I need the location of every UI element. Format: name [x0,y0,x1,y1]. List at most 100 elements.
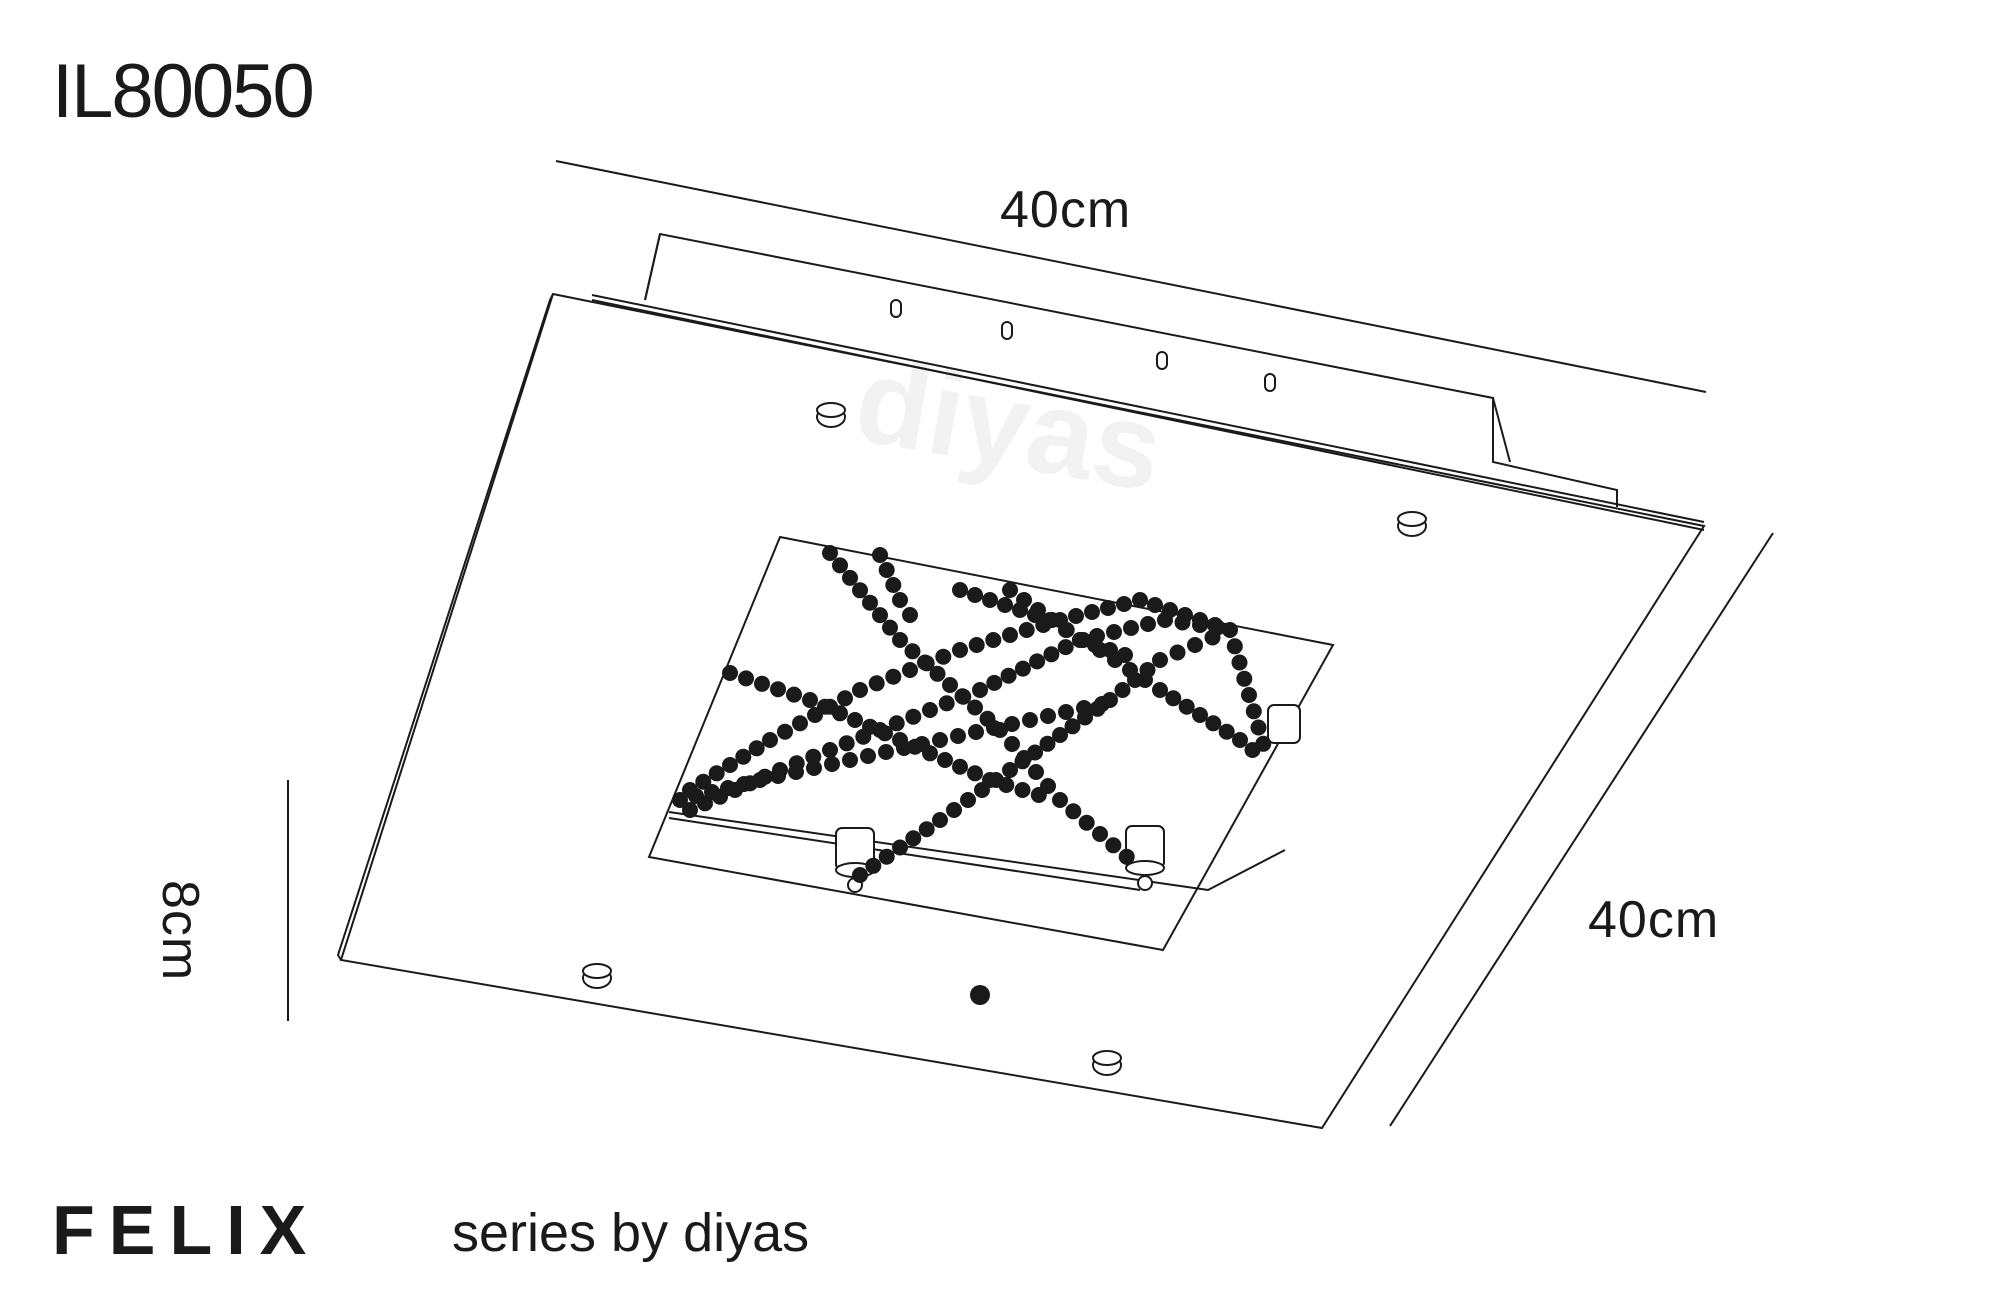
crystal-bead [885,668,902,685]
crystal-bead [1004,736,1020,752]
depth-label: 40cm [1588,891,1720,949]
crystal-bead [1241,687,1257,703]
crystal-bead [892,632,908,648]
crystal-bead [1029,653,1046,670]
crystal-bead [852,682,868,698]
crystal-bead [1102,642,1118,658]
crystal-bead [860,748,876,764]
crystal-bead [1002,582,1018,598]
crystal-bead [847,712,863,728]
crystal-bead [892,592,908,608]
crystal-bead [982,592,998,608]
crystal-bead [822,698,838,715]
crystal-bead [754,675,770,692]
crystal-bead [704,784,720,800]
crystal-bead [1058,704,1074,720]
crystal-bead [786,686,802,703]
crystal-bead [872,547,888,563]
width-label: 40cm [1000,181,1132,239]
crystal-bead [1152,682,1168,698]
crystal-bead [842,752,858,768]
crystal-bead [1014,753,1031,770]
crystal-bead [852,582,868,599]
crystal-bead [1044,612,1060,628]
crystal-bead [968,724,984,740]
crystal-bead [932,732,948,748]
crystal-bead [888,715,905,732]
crystal-bead [1014,782,1031,798]
crystal-bead [997,597,1013,613]
crystal-bead [1105,837,1122,854]
crystal-bead [1018,622,1035,638]
crystal-bead [1140,616,1156,632]
crystal-bead [807,707,823,723]
crystal-bead [802,692,818,708]
crystal-bead [824,756,840,772]
crystal-bead [822,742,838,758]
crystal-bead [1072,632,1088,648]
crystal-bead [862,594,878,611]
crystal-bead [1192,707,1208,723]
crystal-bead [1106,624,1122,640]
crystal-bead [1030,602,1046,618]
series-tagline: series by diyas [452,1203,810,1263]
crystal-bead [1250,719,1267,736]
crystal-bead [1058,622,1074,638]
crystal-bead [837,690,853,707]
depth-dimension-line [1390,533,1773,1126]
crystal-bead [722,757,738,773]
crystal-bead [1087,637,1103,653]
crystal-bead [1177,607,1193,623]
crystal-bead [682,802,698,818]
crystal-bead [922,702,938,718]
crystal-bead [1065,803,1082,820]
crystal-bead [1100,600,1116,616]
crystal-bead [1236,670,1253,687]
crystal-bead [1084,604,1100,620]
crystal-bead [1218,723,1235,740]
crystal-bead [1114,682,1131,698]
crystal-bead [972,682,988,698]
crystal-bead [748,740,765,757]
crystal-bead [918,655,935,672]
crystal-bead [770,681,786,698]
crystal-bead [1027,744,1043,761]
crystal-bead [929,665,946,682]
crystal-bead [1039,735,1056,752]
crystal-bead [986,720,1002,736]
crystal-bead [967,699,983,716]
crystal-bead [1204,629,1221,646]
crystal-bead [832,557,848,574]
crystal-bead [1116,596,1132,612]
crystal-bead [1102,692,1118,708]
mounting-slot [891,300,901,317]
crystal-bead [905,708,922,725]
crystal-bead [902,662,918,678]
crystal-bead [806,760,822,776]
crystal-bead [952,582,968,598]
crystal-bead [942,677,958,693]
crystal-bead [1226,638,1243,655]
crystal-bead [892,839,908,856]
crystal-bead [865,857,882,874]
crystal-bead [878,744,894,760]
crystal-bead [950,728,966,744]
mounting-slot [1002,322,1012,339]
crystal-bead [1127,672,1143,688]
crystal-bead [770,768,786,784]
crystal-bead [1052,727,1068,743]
crystal-bead [1040,708,1056,724]
crystal-bead [1139,662,1156,678]
crystal-bead [896,740,912,756]
crystal-bead [672,792,688,808]
crystal-bead [777,723,793,740]
crystal-bead [882,619,898,636]
crystal-bead [708,765,725,782]
crystal-bead [842,569,858,586]
crystal-bead [1117,647,1133,663]
crystal-bead [838,735,855,752]
crystal-bead [946,802,962,818]
crystal-bead [878,562,895,578]
